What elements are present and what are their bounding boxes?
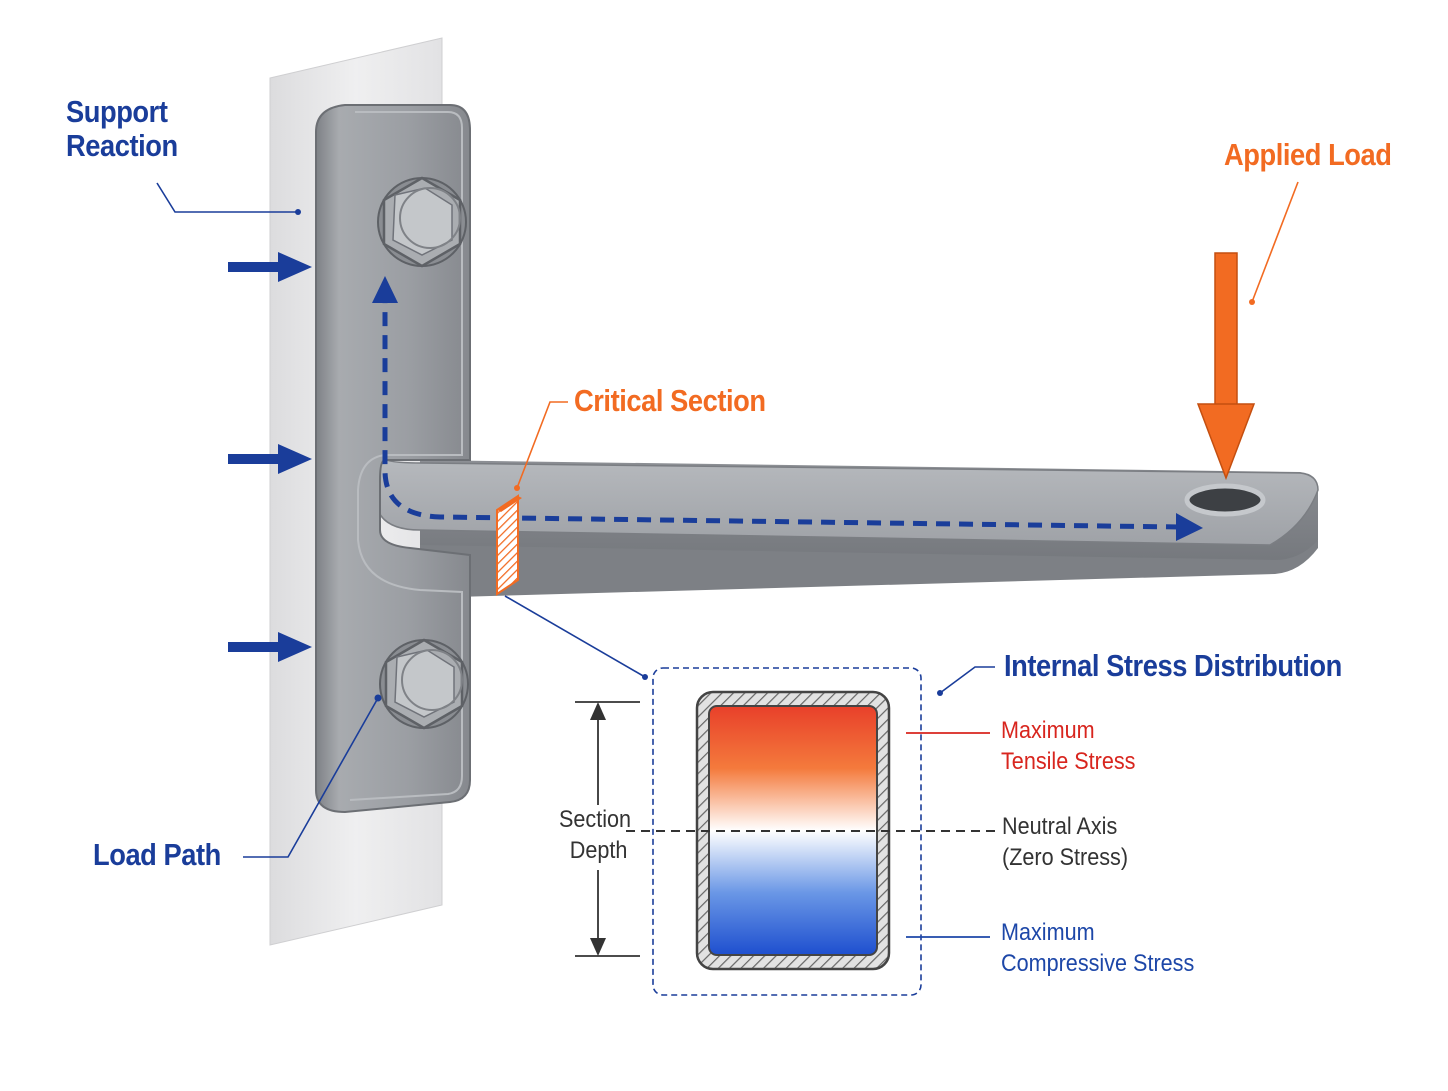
support-reaction-label: Support Reaction <box>66 94 178 164</box>
internal-stress-label: Internal Stress Distribution <box>1004 648 1342 683</box>
max-compressive-line-2: Compressive Stress <box>1001 950 1195 978</box>
section-depth-label: Section Depth <box>559 804 631 866</box>
bracket-arm <box>374 454 1319 598</box>
support-reaction-line-2: Reaction <box>66 128 178 164</box>
bolt-hex-icon <box>379 638 469 730</box>
stress-inset <box>575 667 995 996</box>
load-path-arrow-icon <box>372 276 1203 541</box>
section-depth-line-2: Depth <box>569 837 628 865</box>
leader-lines <box>156 181 1299 858</box>
section-depth-line-1: Section <box>559 806 632 833</box>
critical-section-label: Critical Section <box>574 383 766 418</box>
load-path-label: Load Path <box>93 837 221 872</box>
max-tensile-label: Maximum Tensile Stress <box>1001 715 1135 777</box>
max-compressive-label: Maximum Compressive Stress <box>1001 917 1194 979</box>
applied-load-label: Applied Load <box>1224 137 1392 172</box>
load-hole <box>1184 483 1266 517</box>
max-compressive-line-1: Maximum <box>1001 919 1095 946</box>
bracket-plate <box>315 104 471 814</box>
neutral-axis-label: Neutral Axis (Zero Stress) <box>1002 811 1128 873</box>
critical-section-slice <box>496 494 519 596</box>
neutral-axis-line-1: Neutral Axis <box>1002 813 1118 840</box>
max-tensile-line-1: Maximum <box>1001 717 1095 744</box>
bolt-hex-icon <box>377 176 467 268</box>
load-arrow-icon <box>1196 252 1256 481</box>
neutral-axis-line-2: (Zero Stress) <box>1002 844 1129 872</box>
support-reaction-line-1: Support <box>66 94 168 129</box>
reaction-arrow-icon <box>228 252 312 662</box>
max-tensile-line-2: Tensile Stress <box>1001 748 1136 776</box>
